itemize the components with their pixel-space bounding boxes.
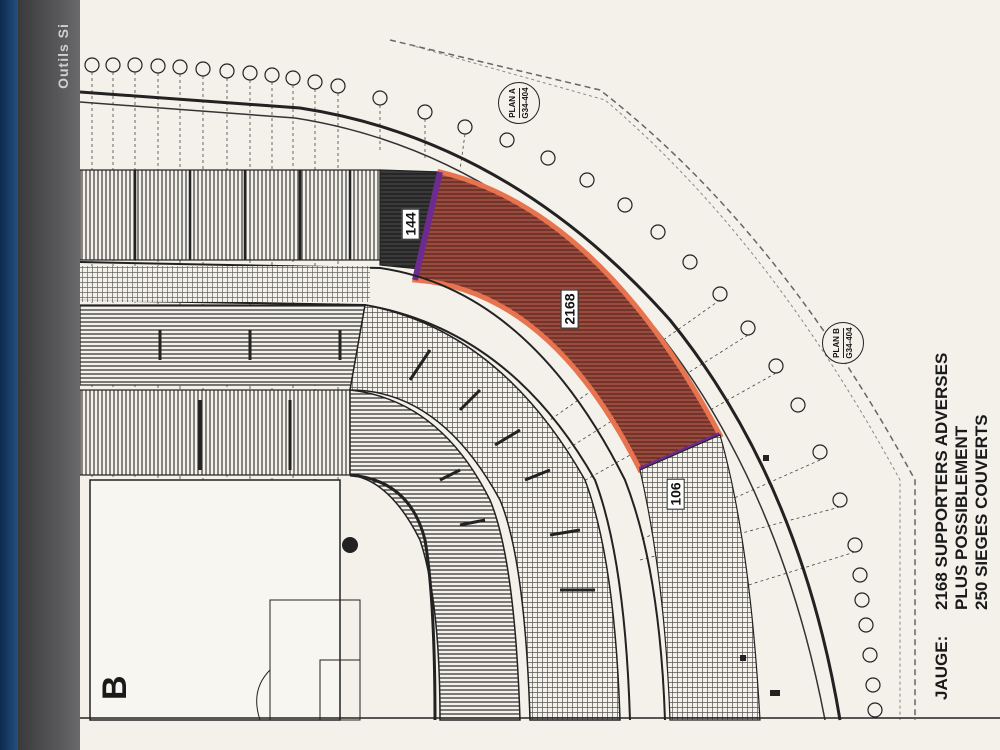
concourse — [80, 261, 666, 721]
monitor-bezel — [0, 0, 18, 750]
corner-point — [342, 537, 358, 553]
section-label-144[interactable]: 144 — [401, 208, 420, 240]
plan-b-ref: G34-404 — [844, 327, 854, 359]
site-boundary — [389, 39, 916, 720]
plan-a-title: PLAN A — [507, 88, 517, 118]
stadium-plan-canvas[interactable]: 144 2168 106 PLAN A G34-404 PLAN B G34-4… — [80, 0, 1000, 750]
roof-outer-edge — [80, 90, 842, 721]
stadium-plan-svg — [80, 39, 1000, 721]
lower-stand-curve — [349, 304, 621, 721]
grid-bubbles-top — [84, 57, 883, 718]
lower-stand-straight-1 — [80, 304, 366, 386]
capacity-line-2: PLUS POSSIBLEMENT — [952, 425, 971, 610]
plan-a-ref: G34-404 — [520, 87, 530, 119]
section-label-106[interactable]: 106 — [666, 478, 685, 510]
zone-letter: B — [96, 675, 134, 700]
capacity-line-1: 2168 SUPPORTERS ADVERSES — [932, 352, 951, 610]
menu-label-outils[interactable]: Outils Si — [54, 23, 71, 89]
lower-stand-straight-2 — [80, 389, 351, 476]
plan-a-callout[interactable]: PLAN A G34-404 — [498, 82, 540, 124]
app-toolbar: Outils Si — [18, 0, 80, 750]
section-106-block[interactable] — [639, 434, 761, 721]
section-label-2168[interactable]: 2168 — [560, 289, 579, 329]
plan-b-callout[interactable]: PLAN B G34-404 — [822, 322, 864, 364]
inner-stand-curve — [349, 389, 521, 721]
upper-stand-straight — [80, 169, 381, 261]
plan-b-title: PLAN B — [831, 328, 841, 358]
capacity-line-3: 250 SIEGES COUVERTS — [972, 414, 991, 610]
capacity-heading: JAUGE: — [932, 635, 951, 700]
